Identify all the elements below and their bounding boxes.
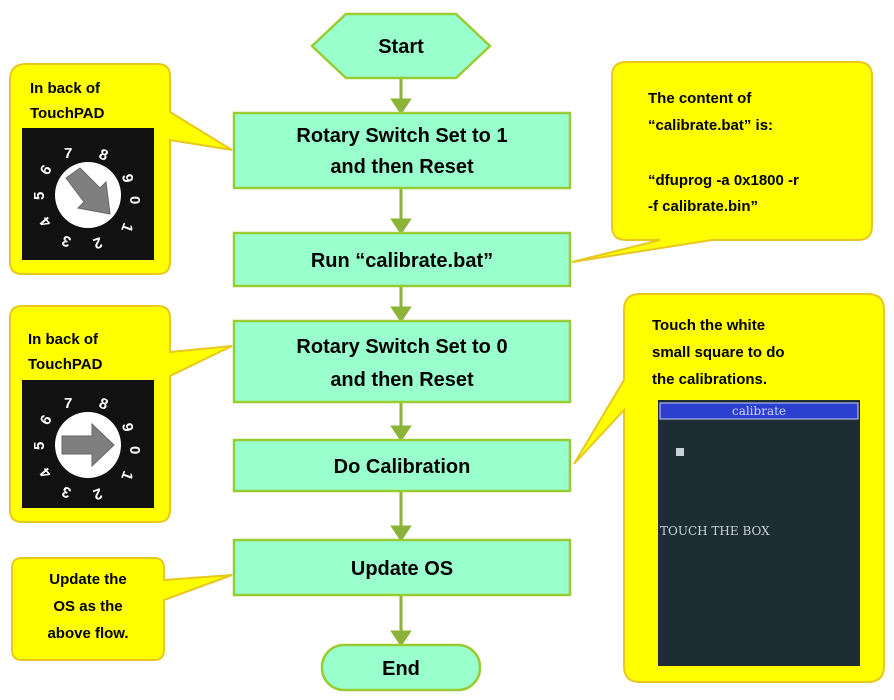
callout-update-line2: OS as the [53, 598, 122, 615]
callout-touch-line2: small square to do [652, 344, 785, 361]
callout-calibrate-bat: The content of “calibrate.bat” is: “dfup… [571, 61, 873, 263]
callout-update-line3: above flow. [47, 625, 128, 642]
step1-line2: and then Reset [330, 156, 474, 178]
end-label: End [382, 658, 420, 680]
dial-arrow-1-icon [65, 167, 111, 215]
calibration-screen: calibrate TOUCH THE BOX [658, 400, 860, 666]
step3-line2: and then Reset [330, 369, 474, 391]
screen-title-bar [659, 402, 859, 420]
step4-label: Do Calibration [334, 456, 471, 478]
dial2-digit-5: 5 [31, 442, 48, 450]
callout-back1-line1: In back of [30, 80, 101, 97]
step-update-os: Update OS [232, 538, 572, 597]
step-rotary-switch-1: Rotary Switch Set to 1 and then Reset [232, 111, 572, 190]
callout-back2-line2: TouchPAD [28, 356, 103, 373]
callout-touch-line3: the calibrations. [652, 371, 767, 388]
start-node: Start [310, 12, 492, 80]
step-rotary-switch-0: Rotary Switch Set to 0 and then Reset [232, 319, 572, 404]
screen-message: TOUCH THE BOX [660, 524, 770, 538]
dial2-digit-0: 0 [126, 446, 143, 454]
dial-arrow-2-icon [61, 422, 115, 468]
dial1-digit-5: 5 [31, 192, 48, 200]
screen-title: calibrate [732, 404, 786, 418]
start-label: Start [378, 36, 424, 58]
dial1-digit-9: 9 [118, 173, 136, 184]
callout-bat-line2: “calibrate.bat” is: [648, 117, 773, 134]
dial2-digit-7: 7 [64, 395, 72, 412]
callout-back2-line1: In back of [28, 331, 99, 348]
rotary-switch-dial-1: 8 9 0 1 2 3 4 5 6 7 [22, 128, 154, 260]
dial1-digit-7: 7 [64, 145, 72, 162]
step5-label: Update OS [351, 558, 453, 580]
callout-touch-calibration: Touch the white small square to do the c… [573, 293, 885, 683]
callout-update-line1: Update the [49, 571, 127, 588]
step-do-calibration: Do Calibration [232, 438, 572, 493]
callout-back-touchpad-2: In back of TouchPAD 8 9 0 1 2 3 4 5 6 7 [9, 305, 233, 523]
callout-bat-line4: -f calibrate.bin” [648, 198, 758, 215]
flow-connectors [390, 79, 412, 647]
callout-back-touchpad-1: In back of TouchPAD 8 9 0 1 2 3 4 5 6 7 [9, 63, 233, 275]
step1-line1: Rotary Switch Set to 1 [296, 125, 507, 147]
dial2-digit-9: 9 [118, 422, 136, 433]
callout-bat-line3: “dfuprog -a 0x1800 -r [648, 172, 799, 189]
callout-update-os: Update the OS as the above flow. [11, 557, 233, 661]
callout-touch-line1: Touch the white [652, 317, 765, 334]
callout-bat-line1: The content of [648, 90, 752, 107]
step3-line1: Rotary Switch Set to 0 [296, 336, 507, 358]
rotary-switch-dial-2: 8 9 0 1 2 3 4 5 6 7 [22, 380, 154, 508]
calibration-target-square[interactable] [676, 448, 684, 456]
step-run-calibrate-bat: Run “calibrate.bat” [232, 231, 572, 288]
end-node: End [320, 643, 482, 692]
step2-label: Run “calibrate.bat” [311, 250, 493, 272]
dial1-digit-0: 0 [126, 196, 143, 204]
callout-back1-line2: TouchPAD [30, 105, 105, 122]
